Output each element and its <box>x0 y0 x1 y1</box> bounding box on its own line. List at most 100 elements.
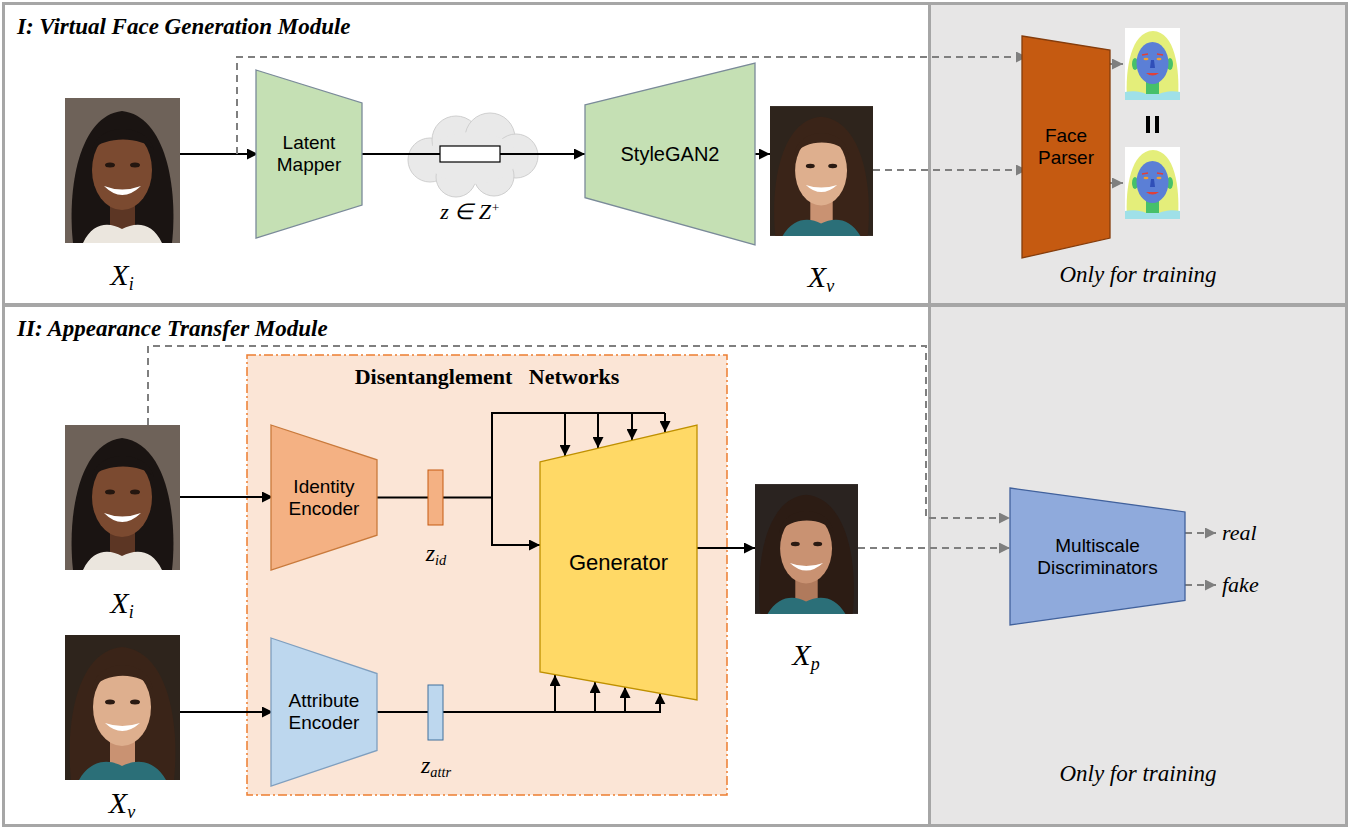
label-base: z ∈ Z <box>440 199 491 224</box>
mapper-trapezoid: Latent Mapper <box>256 70 362 238</box>
parser-trapezoid: Face Parser <box>1022 36 1110 258</box>
label-index: attr <box>430 764 451 780</box>
outer-frame <box>4 4 1347 826</box>
equal-sign <box>1155 116 1159 133</box>
encoder-trapezoid: Identity Encoder <box>271 425 377 570</box>
label-index: v <box>826 276 834 296</box>
face-photo <box>770 106 873 236</box>
generator-trapezoid: StyleGAN2 <box>585 63 755 245</box>
label-index: id <box>435 552 446 568</box>
label-index: i <box>129 274 134 294</box>
block-name: Face Parser <box>1030 125 1102 169</box>
face-photo <box>65 98 180 243</box>
trapezoid-outline <box>1022 36 1110 258</box>
label-base: X <box>808 260 826 293</box>
encoder-trapezoid: Attribute Encoder <box>271 638 377 786</box>
drawn-path <box>624 687 626 712</box>
label-holder: Xv <box>109 788 135 818</box>
panel-heading: II: Appearance Transfer Module <box>17 316 328 341</box>
drawn-path <box>755 153 770 155</box>
training-region: Only for training Multiscale Discriminato… <box>931 307 1345 824</box>
trapezoid-outline <box>256 70 362 238</box>
label-index: i <box>129 602 134 622</box>
network-group: Disentanglement NetworksIdentity Encoder… <box>247 355 727 795</box>
generator-trapezoid: Generator <box>540 425 697 700</box>
image-label: Xi <box>110 588 133 618</box>
trapezoid-outline <box>271 425 377 570</box>
trapezoid-outline <box>271 638 377 786</box>
block-name: Multiscale Discriminators <box>1023 535 1173 579</box>
drawn-path <box>873 169 1027 171</box>
label-base: z <box>421 752 430 778</box>
training-note: Only for training <box>1059 761 1216 786</box>
block-name: Attribute Encoder <box>279 690 369 734</box>
drawn-path <box>180 711 273 713</box>
output-label: fake <box>1222 574 1259 596</box>
latent-vector <box>440 146 500 162</box>
drawn-path <box>858 547 1010 549</box>
label-index: p <box>811 654 820 674</box>
drawn-path <box>664 413 666 432</box>
label-index: + <box>491 200 500 215</box>
block-name: Latent Mapper <box>264 132 354 176</box>
drawn-path <box>1185 532 1216 534</box>
block-name: StyleGAN2 <box>621 143 720 166</box>
label-holder: Xp <box>792 640 819 670</box>
parsing-map <box>1125 28 1180 100</box>
block-name: Identity Encoder <box>279 476 369 520</box>
parsing-map <box>1125 147 1180 219</box>
drawn-path <box>631 413 633 440</box>
label-base: X <box>110 586 128 619</box>
label-holder: z ∈ Z+ <box>440 201 500 223</box>
training-ground <box>931 307 1345 824</box>
label-base: X <box>109 786 127 819</box>
label-holder: fake <box>1222 574 1259 596</box>
label-holder: real <box>1222 522 1257 544</box>
label-holder: zattr <box>421 753 451 777</box>
solid-arrows <box>180 154 770 712</box>
panel-divider <box>928 3 931 826</box>
drawn-path <box>597 413 599 448</box>
connector-arrow <box>377 693 660 712</box>
drawn-path <box>1185 584 1216 586</box>
code-label: zid <box>426 541 447 565</box>
equal-sign <box>1146 116 1150 133</box>
face-photo <box>65 425 180 570</box>
label-holder: Xv <box>808 262 834 292</box>
discriminator-trapezoid: Multiscale Discriminators <box>1010 488 1185 625</box>
code-label: zattr <box>421 753 451 777</box>
label-base: X <box>792 638 810 671</box>
drawn-path <box>594 682 596 712</box>
label-base: X <box>110 258 128 291</box>
drawn-path <box>697 547 755 549</box>
panel-divider <box>3 303 1347 307</box>
face-photo <box>65 635 180 780</box>
module-panel: II: Appearance Transfer ModuleDisentangl… <box>5 307 928 824</box>
label-index: v <box>127 802 135 822</box>
drawn-path <box>180 496 273 498</box>
panel-heading: Disentanglement Networks <box>355 365 620 389</box>
panel-heading: I: Virtual Face Generation Module <box>17 14 351 39</box>
drawn-path <box>554 675 556 712</box>
label-holder: Xi <box>110 588 133 618</box>
drawn-ellipse <box>427 132 517 184</box>
block-name: Generator <box>569 550 668 575</box>
label-holder: Xi <box>110 260 133 290</box>
training-note: Only for training <box>1059 262 1216 287</box>
network-group-box <box>247 355 727 795</box>
trapezoid-outline <box>1010 488 1185 625</box>
label-holder: zid <box>426 541 447 565</box>
image-label: Xv <box>808 262 834 292</box>
trapezoid-outline <box>585 63 755 245</box>
connector-arrow <box>377 498 540 546</box>
image-label: Xv <box>109 788 135 818</box>
attribute-code <box>428 685 443 740</box>
trapezoid-outline <box>540 425 697 700</box>
output-label: real <box>1222 522 1257 544</box>
image-label: Xi <box>110 260 133 290</box>
label-base: z <box>426 540 435 566</box>
drawn-path <box>564 413 566 456</box>
